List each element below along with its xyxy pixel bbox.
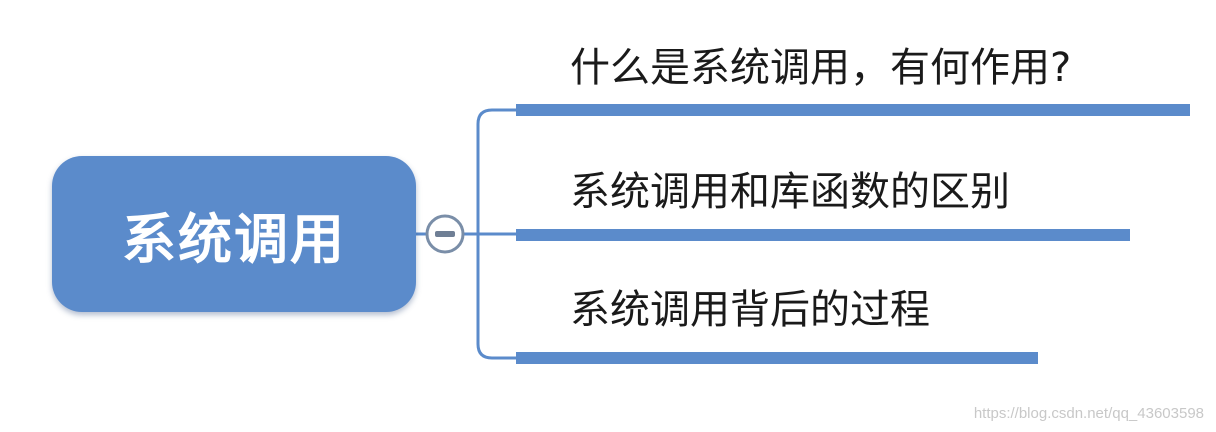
branch-node-what-is-system-call[interactable]: 什么是系统调用，有何作用? (570, 45, 1072, 91)
watermark-text: https://blog.csdn.net/qq_43603598 (973, 405, 1204, 422)
minus-icon (435, 231, 455, 237)
branch-node-system-call-process[interactable]: 系统调用背后的过程 (570, 287, 930, 333)
root-node-system-call[interactable]: 系统调用 (52, 156, 416, 312)
root-node-label: 系统调用 (122, 207, 346, 271)
branch-underline-2 (516, 352, 1038, 364)
branch-node-system-call-vs-library[interactable]: 系统调用和库函数的区别 (570, 169, 1010, 215)
branch-underline-1 (516, 229, 1130, 241)
branch-underline-0 (516, 104, 1190, 116)
collapse-toggle[interactable] (425, 214, 465, 254)
